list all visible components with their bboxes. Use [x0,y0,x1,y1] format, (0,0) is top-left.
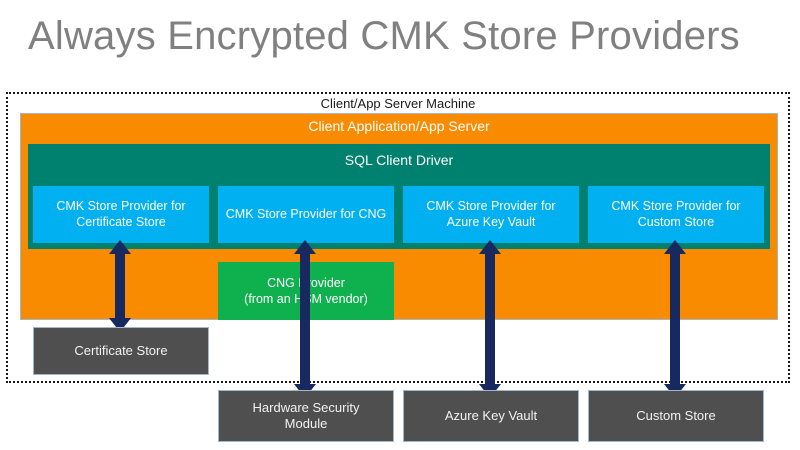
machine-boundary-label: Client/App Server Machine [320,96,476,111]
hsm-text: Hardware Security Module [253,400,360,433]
provider-box-custom-store: CMK Store Provider for Custom Store [588,186,764,243]
provider-box-azure-key-vault: CMK Store Provider for Azure Key Vault [403,186,579,243]
certificate-store-arrow [108,240,132,332]
cng-hsm-arrow [293,240,317,398]
store-box-hardware-security-module: Hardware Security Module [218,390,394,442]
store-box-certificate-store: Certificate Store [33,327,209,375]
sql-client-driver-label: SQL Client Driver [344,152,454,168]
client-app-server-machine-boundary [6,92,790,383]
store-box-azure-key-vault: Azure Key Vault [403,390,579,442]
store-box-custom-store: Custom Store [588,390,764,442]
hsm-line1: Hardware Security [252,399,360,415]
hsm-line2: Module [284,416,328,431]
azure-key-vault-arrow [478,240,502,398]
page-title: Always Encrypted CMK Store Providers [28,14,740,58]
provider-box-cng: CMK Store Provider for CNG [218,186,394,243]
provider-box-certificate-store: CMK Store Provider for Certificate Store [33,186,209,243]
client-application-app-server-label: Client Application/App Server [308,118,490,134]
custom-store-arrow [663,240,687,398]
